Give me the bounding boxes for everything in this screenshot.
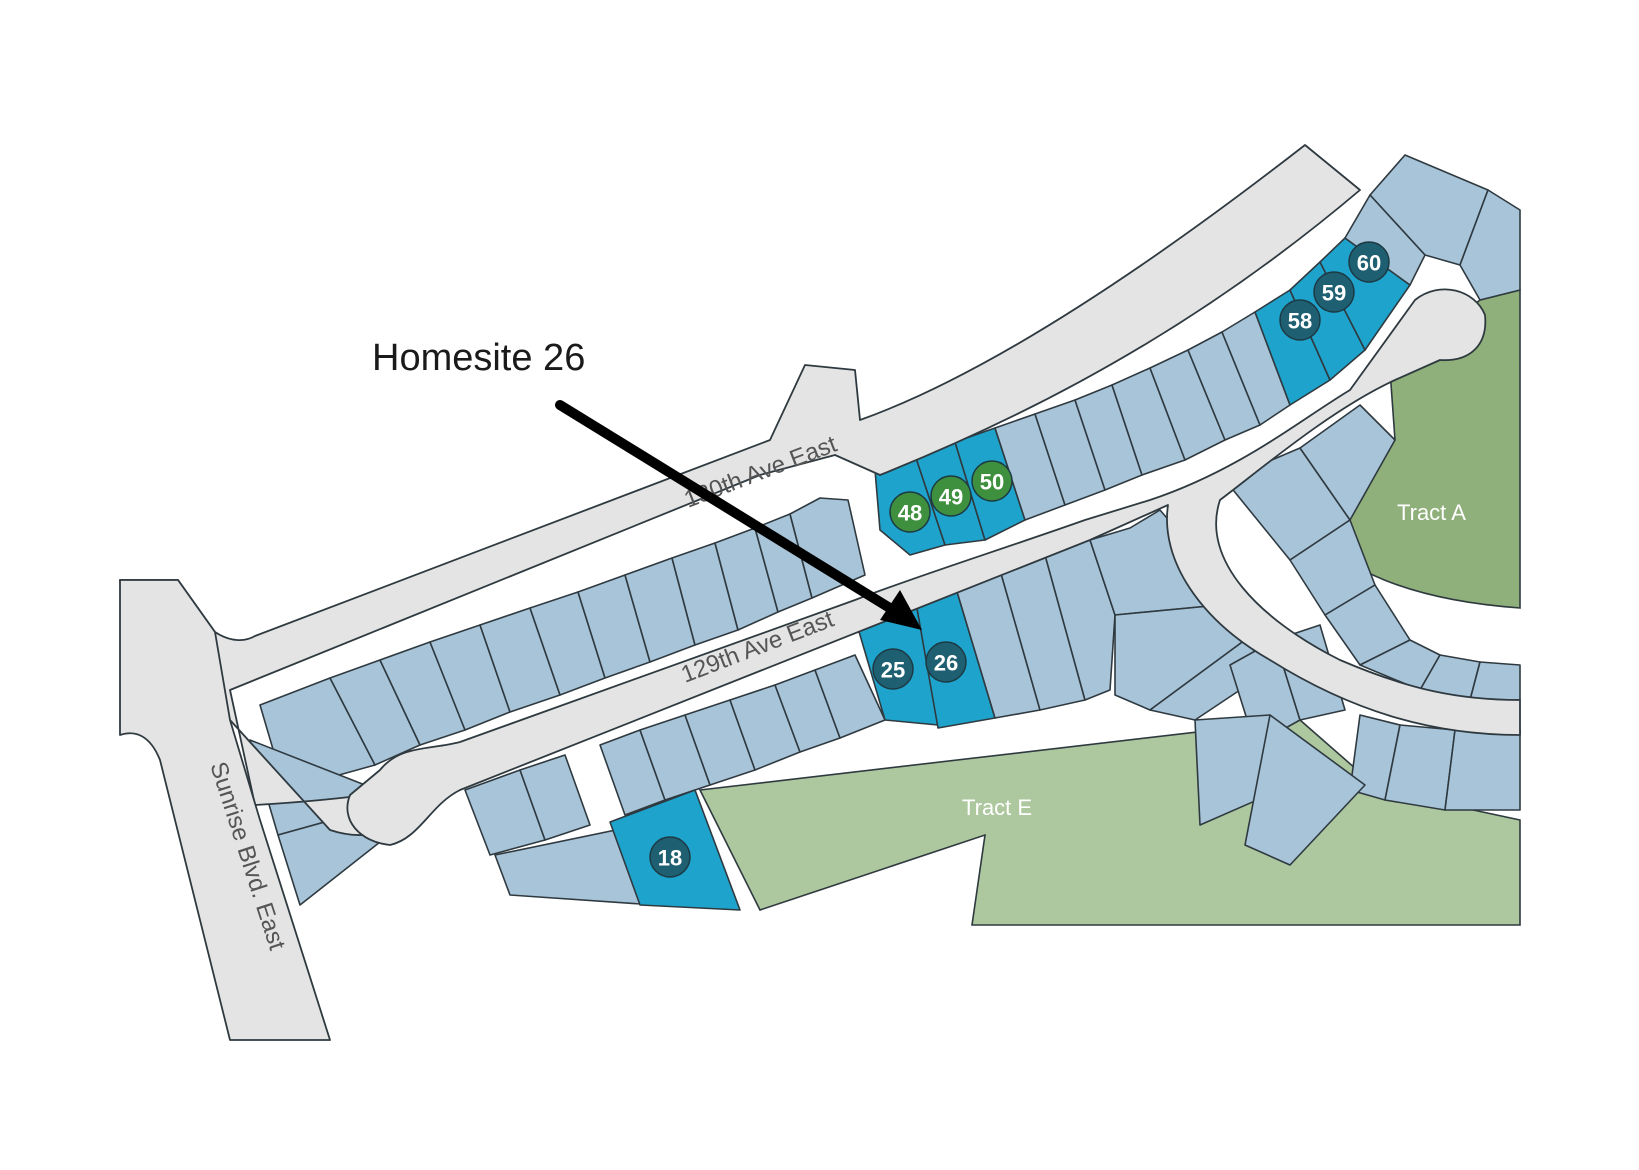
homesite-badge-circle (925, 641, 967, 683)
homesite-number: 50 (980, 470, 1004, 495)
lot (1459, 189, 1521, 301)
callout-label: Homesite 26 (372, 337, 585, 379)
homesite-badge-58[interactable]: 58 (1279, 299, 1321, 341)
homesite-number: 48 (898, 501, 922, 526)
homesite-number: 18 (658, 846, 682, 871)
homesite-number: 58 (1288, 309, 1312, 334)
tract-e-label: Tract E (962, 795, 1032, 820)
homesite-badge-circle (889, 491, 931, 533)
homesite-badges: 18 25 26 48 49 50 58 59 60 (649, 241, 1390, 878)
homesite-badge-49[interactable]: 49 (930, 475, 972, 517)
homesite-badge-26[interactable]: 26 (925, 641, 967, 683)
homesite-badge-60[interactable]: 60 (1348, 241, 1390, 283)
homesite-number: 25 (881, 658, 905, 683)
homesite-badge-48[interactable]: 48 (889, 491, 931, 533)
lot (1444, 729, 1521, 811)
lot (519, 754, 591, 841)
homesite-number: 49 (939, 485, 963, 510)
homesite-badge-circle (1279, 299, 1321, 341)
lot (1299, 404, 1396, 521)
homesite-badge-18[interactable]: 18 (649, 836, 691, 878)
lot-group-upper-left (249, 497, 866, 906)
homesite-badge-circle (1313, 271, 1355, 313)
homesite-number: 60 (1357, 251, 1381, 276)
homesite-badge-circle (930, 475, 972, 517)
lot (789, 497, 866, 599)
homesite-badge-50[interactable]: 50 (971, 460, 1013, 502)
homesite-badge-25[interactable]: 25 (872, 648, 914, 690)
tract-a-label: Tract A (1397, 500, 1466, 525)
homesite-badge-circle (1348, 241, 1390, 283)
homesite-badge-circle (649, 836, 691, 878)
lot-group-north (874, 154, 1521, 556)
homesite-badge-circle (872, 648, 914, 690)
homesite-number: 59 (1322, 281, 1346, 306)
homesite-badge-59[interactable]: 59 (1313, 271, 1355, 313)
homesite-number: 26 (934, 651, 958, 676)
road-129th (346, 288, 1521, 846)
lot-group-east (1194, 404, 1521, 866)
callout-arrow (555, 400, 922, 630)
road-sunrise-blvd (119, 579, 331, 1041)
homesite-badge-circle (971, 460, 1013, 502)
lot (1244, 714, 1366, 866)
